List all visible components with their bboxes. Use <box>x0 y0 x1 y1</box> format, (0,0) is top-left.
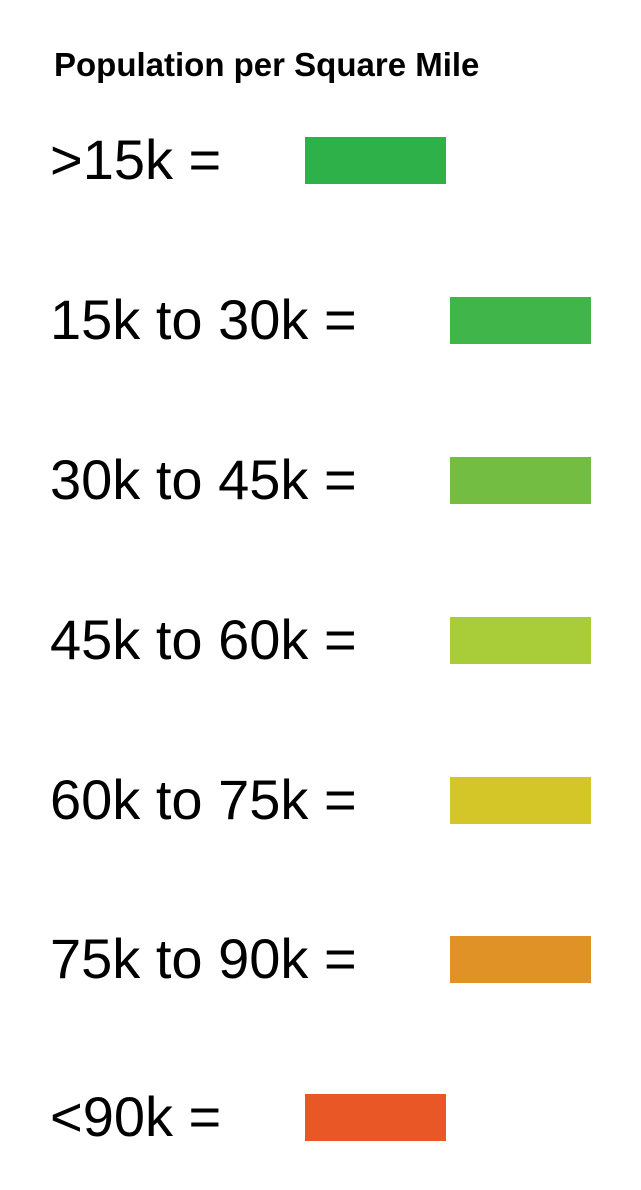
legend-swatch <box>450 617 591 664</box>
legend-swatch <box>450 936 591 983</box>
legend-swatch <box>450 297 591 344</box>
legend-item-label: 75k to 90k = <box>50 927 357 990</box>
legend-swatch <box>450 777 591 824</box>
legend-item-7: <90k = <box>50 1087 610 1147</box>
legend-item-6: 75k to 90k = <box>50 929 610 989</box>
legend-item-label: 15k to 30k = <box>50 288 357 351</box>
legend-title: Population per Square Mile <box>54 46 480 83</box>
legend-item-3: 30k to 45k = <box>50 450 610 510</box>
legend-item-1: >15k = <box>50 130 610 190</box>
legend-swatch <box>305 137 446 184</box>
legend-item-label: >15k = <box>50 128 222 191</box>
legend-item-label: 60k to 75k = <box>50 768 357 831</box>
legend-item-label: <90k = <box>50 1085 222 1148</box>
legend-swatch <box>450 457 591 504</box>
legend-item-5: 60k to 75k = <box>50 770 610 830</box>
legend-swatch <box>305 1094 446 1141</box>
legend-item-2: 15k to 30k = <box>50 290 610 350</box>
legend-item-label: 30k to 45k = <box>50 448 357 511</box>
legend-item-4: 45k to 60k = <box>50 610 610 670</box>
legend-item-label: 45k to 60k = <box>50 608 357 671</box>
